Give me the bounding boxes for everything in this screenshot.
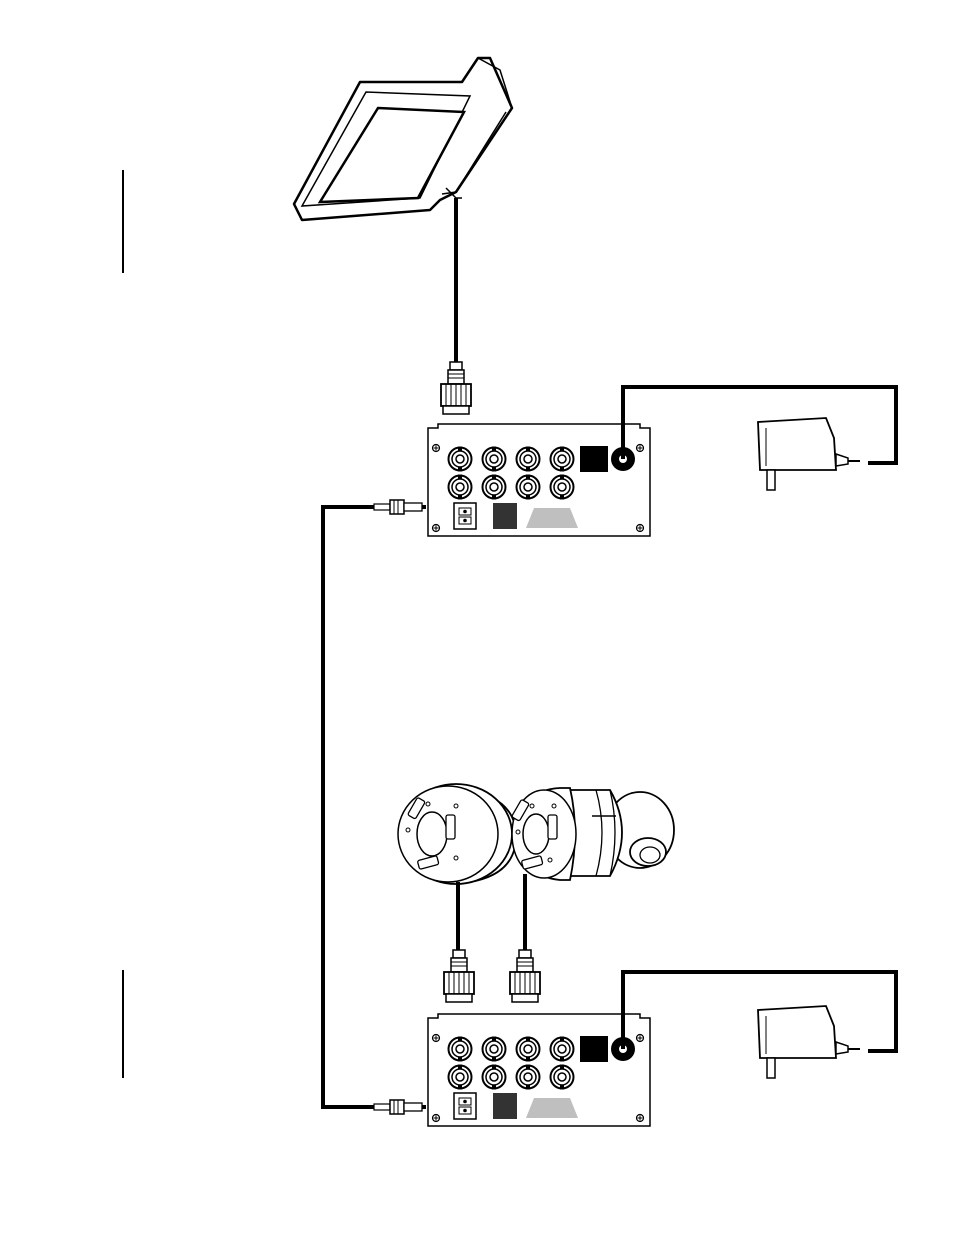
monitor-icon [294,58,512,220]
bnc-plug-dome [444,950,474,1002]
bnc-plug-monitor [441,362,471,414]
fiber-transceiver-bottom-icon [428,1014,650,1126]
dome-camera-icon [398,784,516,884]
power-adapter-bottom-icon [758,1006,860,1078]
ptz-camera-icon [512,788,674,880]
fiber-plug-top [374,500,426,514]
fiber-transceiver-top-icon [428,424,650,536]
fiber-cable [323,507,402,1107]
power-adapter-top-icon [758,418,860,490]
bnc-plug-ptz [510,950,540,1002]
fiber-plug-bottom [374,1100,426,1114]
